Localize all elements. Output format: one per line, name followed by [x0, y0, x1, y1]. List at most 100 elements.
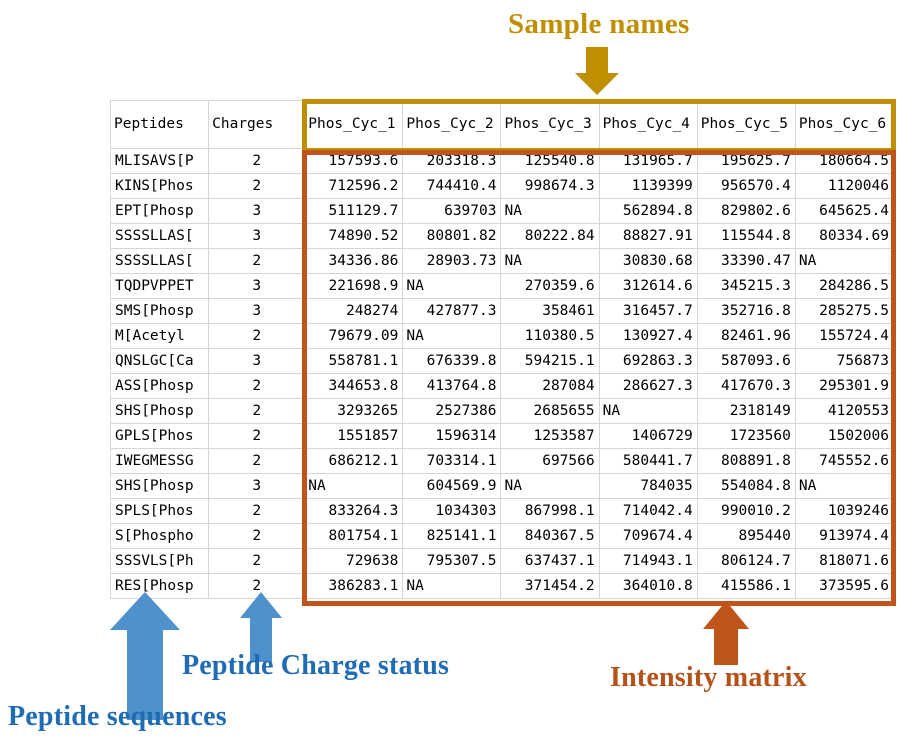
cell-charge[interactable]: 2: [208, 173, 306, 199]
cell-intensity-s5[interactable]: 990010.2: [696, 498, 796, 524]
cell-intensity-s1[interactable]: 1551857: [304, 423, 404, 449]
cell-intensity-s3[interactable]: 80222.84: [500, 223, 600, 249]
cell-intensity-s4[interactable]: 286627.3: [598, 373, 698, 399]
cell-intensity-s2[interactable]: 676339.8: [402, 348, 502, 374]
column-header-sample-4[interactable]: Phos_Cyc_4: [598, 100, 698, 149]
cell-intensity-s4[interactable]: 692863.3: [598, 348, 698, 374]
cell-intensity-s4[interactable]: 580441.7: [598, 448, 698, 474]
cell-peptide[interactable]: SSSSLLAS[: [109, 223, 210, 249]
cell-intensity-s6[interactable]: 745552.6: [794, 448, 895, 474]
cell-intensity-s1[interactable]: 3293265: [304, 398, 404, 424]
cell-intensity-s3[interactable]: 867998.1: [500, 498, 600, 524]
cell-intensity-s6[interactable]: 80334.69: [794, 223, 895, 249]
cell-charge[interactable]: 2: [208, 398, 306, 424]
cell-intensity-s6[interactable]: NA: [794, 473, 895, 499]
cell-intensity-s2[interactable]: NA: [402, 323, 502, 349]
column-header-peptides[interactable]: Peptides: [109, 100, 210, 149]
cell-intensity-s4[interactable]: 784035: [598, 473, 698, 499]
column-header-sample-2[interactable]: Phos_Cyc_2: [402, 100, 502, 149]
cell-charge[interactable]: 2: [208, 448, 306, 474]
cell-intensity-s2[interactable]: 795307.5: [402, 548, 502, 574]
cell-intensity-s1[interactable]: 729638: [304, 548, 404, 574]
cell-peptide[interactable]: IWEGMESSG: [109, 448, 210, 474]
cell-intensity-s4[interactable]: 131965.7: [598, 148, 698, 174]
cell-intensity-s6[interactable]: 818071.6: [794, 548, 895, 574]
cell-intensity-s3[interactable]: 287084: [500, 373, 600, 399]
cell-charge[interactable]: 2: [208, 373, 306, 399]
cell-intensity-s6[interactable]: NA: [794, 248, 895, 274]
cell-intensity-s3[interactable]: 371454.2: [500, 573, 600, 599]
cell-intensity-s1[interactable]: 511129.7: [304, 198, 404, 224]
cell-intensity-s2[interactable]: 2527386: [402, 398, 502, 424]
cell-peptide[interactable]: SHS[Phosp: [109, 398, 210, 424]
cell-intensity-s1[interactable]: 801754.1: [304, 523, 404, 549]
cell-charge[interactable]: 2: [208, 523, 306, 549]
cell-intensity-s6[interactable]: 1120046: [794, 173, 895, 199]
cell-intensity-s2[interactable]: 604569.9: [402, 473, 502, 499]
cell-intensity-s1[interactable]: 79679.09: [304, 323, 404, 349]
cell-intensity-s1[interactable]: 344653.8: [304, 373, 404, 399]
cell-intensity-s2[interactable]: 413764.8: [402, 373, 502, 399]
cell-intensity-s3[interactable]: 637437.1: [500, 548, 600, 574]
cell-intensity-s3[interactable]: 358461: [500, 298, 600, 324]
cell-intensity-s1[interactable]: NA: [304, 473, 404, 499]
cell-intensity-s2[interactable]: 744410.4: [402, 173, 502, 199]
cell-intensity-s4[interactable]: 364010.8: [598, 573, 698, 599]
cell-intensity-s3[interactable]: 125540.8: [500, 148, 600, 174]
cell-charge[interactable]: 2: [208, 323, 306, 349]
cell-intensity-s5[interactable]: 554084.8: [696, 473, 796, 499]
cell-intensity-s1[interactable]: 74890.52: [304, 223, 404, 249]
cell-peptide[interactable]: M[Acetyl: [109, 323, 210, 349]
cell-peptide[interactable]: MLISAVS[P: [109, 148, 210, 174]
cell-peptide[interactable]: QNSLGC[Ca: [109, 348, 210, 374]
cell-intensity-s2[interactable]: 80801.82: [402, 223, 502, 249]
cell-intensity-s6[interactable]: 1039246: [794, 498, 895, 524]
cell-peptide[interactable]: ASS[Phosp: [109, 373, 210, 399]
cell-peptide[interactable]: EPT[Phosp: [109, 198, 210, 224]
cell-peptide[interactable]: S[Phospho: [109, 523, 210, 549]
cell-intensity-s6[interactable]: 756873: [794, 348, 895, 374]
cell-intensity-s6[interactable]: 285275.5: [794, 298, 895, 324]
cell-intensity-s4[interactable]: 714943.1: [598, 548, 698, 574]
cell-intensity-s4[interactable]: 316457.7: [598, 298, 698, 324]
cell-intensity-s4[interactable]: 1139399: [598, 173, 698, 199]
cell-intensity-s6[interactable]: 284286.5: [794, 273, 895, 299]
cell-intensity-s1[interactable]: 558781.1: [304, 348, 404, 374]
cell-intensity-s5[interactable]: 417670.3: [696, 373, 796, 399]
cell-intensity-s4[interactable]: 312614.6: [598, 273, 698, 299]
cell-peptide[interactable]: SPLS[Phos: [109, 498, 210, 524]
cell-intensity-s5[interactable]: 115544.8: [696, 223, 796, 249]
cell-peptide[interactable]: SSSVLS[Ph: [109, 548, 210, 574]
cell-intensity-s3[interactable]: 2685655: [500, 398, 600, 424]
cell-intensity-s5[interactable]: 956570.4: [696, 173, 796, 199]
cell-charge[interactable]: 2: [208, 248, 306, 274]
cell-intensity-s4[interactable]: 709674.4: [598, 523, 698, 549]
cell-intensity-s1[interactable]: 248274: [304, 298, 404, 324]
cell-peptide[interactable]: KINS[Phos: [109, 173, 210, 199]
cell-intensity-s5[interactable]: 806124.7: [696, 548, 796, 574]
cell-intensity-s3[interactable]: 1253587: [500, 423, 600, 449]
cell-intensity-s3[interactable]: NA: [500, 473, 600, 499]
cell-intensity-s6[interactable]: 645625.4: [794, 198, 895, 224]
cell-intensity-s1[interactable]: 833264.3: [304, 498, 404, 524]
cell-charge[interactable]: 3: [208, 273, 306, 299]
cell-intensity-s2[interactable]: NA: [402, 273, 502, 299]
cell-intensity-s6[interactable]: 1502006: [794, 423, 895, 449]
cell-intensity-s2[interactable]: 427877.3: [402, 298, 502, 324]
cell-intensity-s5[interactable]: 895440: [696, 523, 796, 549]
cell-intensity-s2[interactable]: 28903.73: [402, 248, 502, 274]
cell-intensity-s5[interactable]: 352716.8: [696, 298, 796, 324]
cell-peptide[interactable]: TQDPVPPET: [109, 273, 210, 299]
cell-intensity-s2[interactable]: 1034303: [402, 498, 502, 524]
cell-intensity-s3[interactable]: 594215.1: [500, 348, 600, 374]
cell-intensity-s2[interactable]: 203318.3: [402, 148, 502, 174]
cell-intensity-s5[interactable]: 2318149: [696, 398, 796, 424]
